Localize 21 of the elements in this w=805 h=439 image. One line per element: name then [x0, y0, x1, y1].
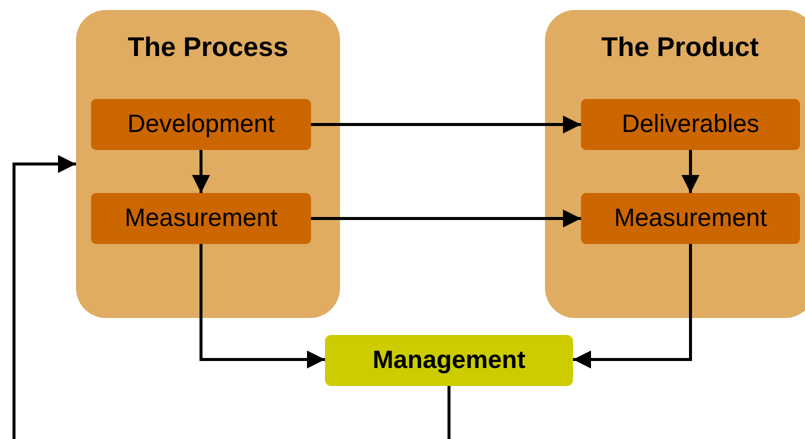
process-box [581, 99, 800, 150]
box-label: Deliverables [622, 110, 760, 139]
arrow [311, 210, 581, 228]
arrow [192, 150, 210, 193]
process-box [581, 193, 800, 244]
arrow [573, 244, 692, 368]
box-label: Development [127, 110, 275, 139]
arrow [200, 244, 325, 368]
group-panel [76, 10, 340, 318]
panel-heading: The Product [601, 32, 759, 63]
panel-heading: The Process [128, 32, 288, 63]
management-box [325, 335, 573, 386]
arrow [682, 150, 700, 193]
box-label: Measurement [614, 204, 767, 233]
arrow [12, 155, 450, 439]
process-box [91, 99, 311, 150]
box-label: Measurement [124, 204, 278, 233]
box-label: Management [372, 346, 526, 375]
group-panel [545, 10, 805, 318]
arrow [311, 116, 581, 134]
process-box [91, 193, 311, 244]
